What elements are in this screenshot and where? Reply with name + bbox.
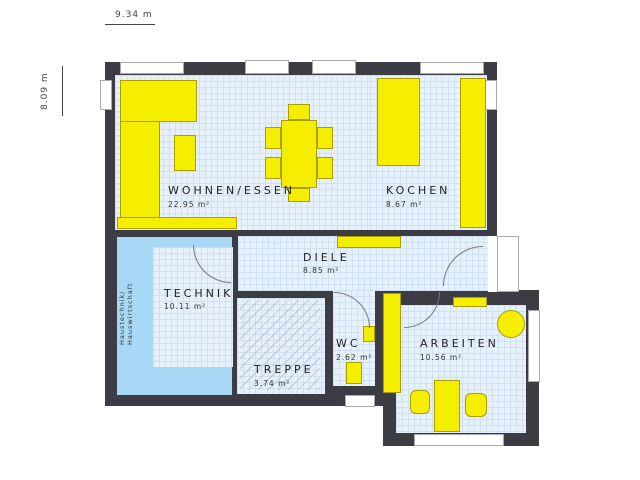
window [120, 62, 184, 74]
sideboard [117, 217, 237, 229]
kitchen-counter [460, 78, 486, 228]
room-area-diele: 8.85 m² [303, 266, 340, 275]
width-dimension: 9.34 m [115, 10, 153, 20]
window [245, 60, 289, 74]
room-area-treppe: 3.74 m² [254, 379, 291, 388]
diele-floor [238, 236, 488, 291]
coffee-table [174, 135, 196, 171]
staircase [240, 300, 320, 390]
armchair [497, 310, 525, 338]
room-area-arbeiten: 10.56 m² [420, 353, 463, 362]
shelf [383, 293, 401, 393]
room-area-kochen: 8.67 m² [386, 200, 423, 209]
room-label-diele: DIELE [303, 251, 350, 264]
window [100, 80, 112, 110]
wc-sink [363, 326, 375, 342]
depth-arrow [62, 66, 63, 116]
room-label-wc: WC [336, 337, 361, 350]
window [485, 80, 497, 110]
room-area-technik: 10.11 m² [164, 302, 207, 311]
room-label-wohnen: WOHNEN/ESSEN [168, 184, 296, 197]
window [420, 62, 484, 74]
toilet [346, 362, 362, 384]
chair [317, 157, 333, 179]
room-area-wohnen: 22.95 m² [168, 200, 211, 209]
window [414, 434, 504, 446]
room-sublabel-technik: Haustechnik/ Hauswirtschaft [118, 282, 134, 345]
office-chair [410, 390, 430, 414]
window [345, 395, 375, 407]
front-door [497, 236, 519, 292]
window [528, 310, 540, 382]
room-label-kochen: KOCHEN [386, 184, 451, 197]
wardrobe [337, 236, 401, 248]
kitchen-island [377, 78, 420, 166]
chair [288, 188, 310, 202]
chair [317, 127, 333, 149]
room-label-arbeiten: ARBEITEN [420, 337, 499, 350]
desk [434, 380, 460, 432]
sofa-back [120, 80, 197, 122]
chair [265, 127, 281, 149]
width-arrow [105, 24, 155, 25]
depth-dimension: 8.09 m [40, 72, 50, 110]
dining-table [281, 120, 317, 188]
room-area-wc: 2.62 m² [336, 353, 373, 362]
window [312, 60, 356, 74]
chair [288, 104, 310, 120]
office-chair [465, 393, 487, 417]
room-label-technik: TECHNIK [164, 287, 234, 300]
room-label-treppe: TREPPE [254, 363, 314, 376]
cabinet [453, 297, 487, 307]
chair [265, 157, 281, 179]
